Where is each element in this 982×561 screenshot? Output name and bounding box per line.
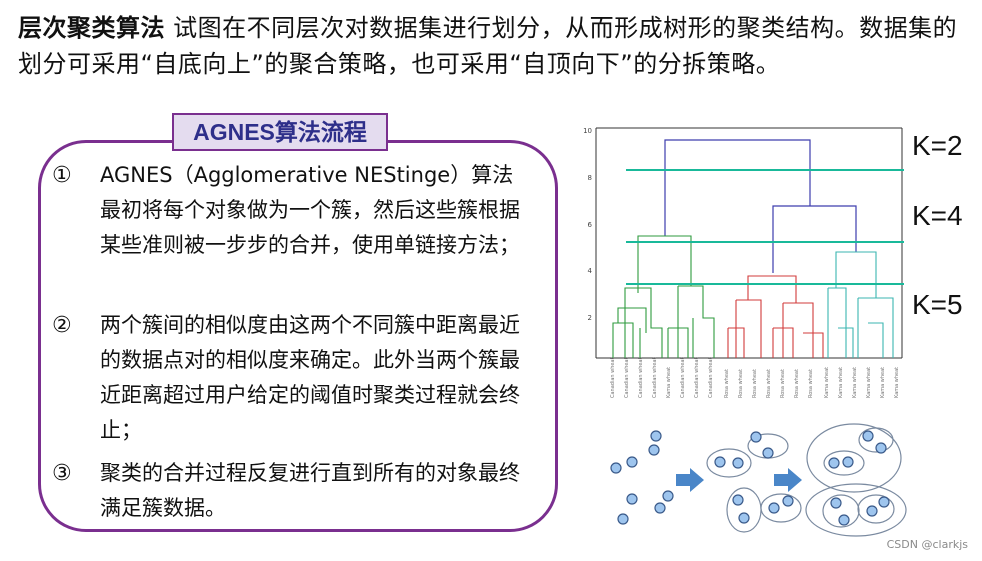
stage-3-groups [805,423,907,537]
leaf-label: Canadian wheat [694,357,700,398]
step-2: ② 两个簇间的相似度由这两个不同簇中距离最近的数据点对的相似度来确定。此外当两个… [52,308,522,448]
stage-1-points [610,430,674,525]
leaf-label: Canadian wheat [708,357,714,398]
leaf-label: Canadian wheat [638,357,644,398]
step-1: ① AGNES（Agglomerative NEStinge）算法最初将每个对象… [52,158,522,263]
leaf-label: Rosa wheat [738,369,744,398]
leaf-label: Rosa wheat [752,369,758,398]
step-3-number: ③ [52,461,72,486]
leaf-label: Rosa wheat [808,369,814,398]
leaf-label: Kama wheat [838,367,844,398]
cyan-cluster [827,251,894,358]
intro-term: 层次聚类算法 [18,14,165,42]
y-tick-8: 8 [588,174,592,182]
step-3: ③ 聚类的合并过程反复进行直到所有的对象最终满足簇数据。 [52,456,522,526]
leaf-label: Rosa wheat [724,369,730,398]
leaf-label: Canadian wheat [652,357,658,398]
y-tick-4: 4 [588,267,593,275]
step-3-text: 聚类的合并过程反复进行直到所有的对象最终满足簇数据。 [100,461,520,520]
y-tick-2: 2 [588,314,592,322]
k5-label: K=5 [912,289,963,320]
leaf-label: Kama wheat [824,367,830,398]
step-1-text: AGNES（Agglomerative NEStinge）算法最初将每个对象做为… [100,163,520,257]
leaf-label: Kama wheat [880,367,886,398]
leaf-label: Canadian wheat [624,357,630,398]
leaf-label: Rosa wheat [794,369,800,398]
step-2-text: 两个簇间的相似度由这两个不同簇中距离最近的数据点对的相似度来确定。此外当两个簇最… [100,313,520,442]
leaf-label: Kama wheat [666,367,672,398]
stage-3-points [828,430,890,526]
stage-2-points [714,431,794,524]
step-1-number: ① [52,163,72,188]
leaf-labels: Canadian wheat Canadian wheat Canadian w… [610,357,900,398]
arrow-right-icon [676,468,704,492]
arrow-right-icon [774,468,802,492]
leaf-label: Canadian wheat [610,357,616,398]
intro-text: 试图在不同层次对数据集进行划分，从而形成树形的聚类结构。数据集的划分可采用“自底… [18,14,958,78]
top-links [664,139,857,273]
red-cluster [727,275,824,358]
stage-2-groups [706,433,802,533]
intro-paragraph: 层次聚类算法 试图在不同层次对数据集进行划分，从而形成树形的聚类结构。数据集的划… [18,10,968,82]
green-cluster [612,235,715,358]
leaf-label: Rosa wheat [780,369,786,398]
leaf-label: Kama wheat [866,367,872,398]
leaf-label: Canadian wheat [680,357,686,398]
cut-lines [626,169,904,285]
k4-label: K=4 [912,200,963,231]
k2-label: K=2 [912,130,963,161]
y-tick-6: 6 [588,221,593,229]
dendrogram-figure: 10 8 6 4 2 Canadian w [583,127,904,398]
step-2-number: ② [52,313,72,338]
y-tick-10: 10 [583,127,592,135]
leaf-label: Rosa wheat [766,369,772,398]
panel-title: AGNES算法流程 [172,113,388,151]
merge-steps-diagram [610,423,907,537]
leaf-label: Kama wheat [894,367,900,398]
leaf-label: Kama wheat [852,367,858,398]
watermark: CSDN @clarkjs [886,538,968,551]
